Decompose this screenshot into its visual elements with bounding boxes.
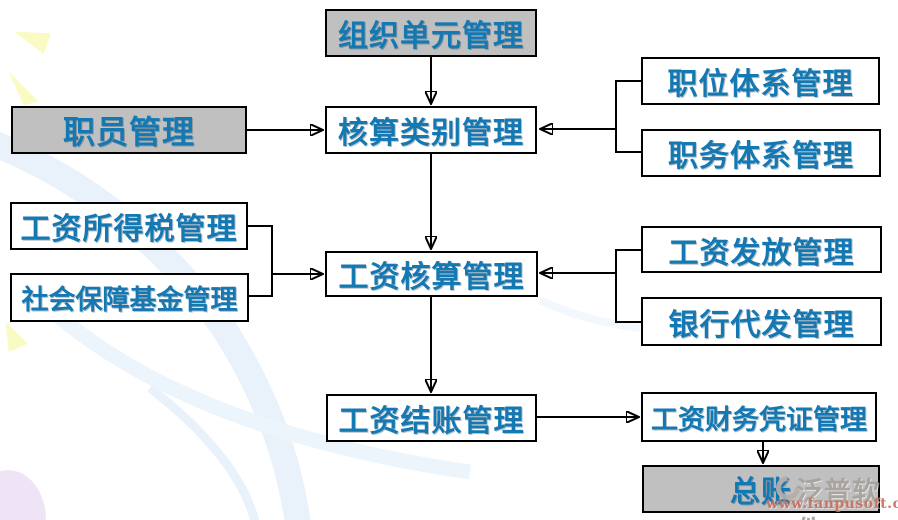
node-job-system-management: 职务体系管理 <box>641 129 881 177</box>
node-social-security-fund-management: 社会保障基金管理 <box>10 273 249 322</box>
node-accounting-category-management: 核算类别管理 <box>325 106 537 154</box>
node-salary-income-tax-management: 工资所得税管理 <box>10 202 248 250</box>
bracket-position-job-to-category <box>541 80 641 153</box>
node-general-ledger: 总账 <box>642 465 880 513</box>
bracket-tax-social-to-payroll <box>248 225 322 297</box>
node-salary-settlement-management: 工资结账管理 <box>326 394 537 442</box>
node-organization-unit-management: 组织单元管理 <box>325 9 537 57</box>
node-bank-agency-payment-management: 银行代发管理 <box>641 297 882 346</box>
node-staff-management: 职员管理 <box>11 106 247 154</box>
bracket-payment-bank-to-payroll <box>541 249 641 323</box>
node-payroll-accounting-management: 工资核算管理 <box>325 251 538 297</box>
node-position-system-management: 职位体系管理 <box>641 57 880 105</box>
watermark-url-text: www.fanpusoft.com <box>766 496 898 512</box>
watermark-brand-text: 泛普软件 <box>796 477 880 520</box>
node-salary-financial-voucher-management: 工资财务凭证管理 <box>641 392 877 442</box>
node-salary-payment-management: 工资发放管理 <box>641 226 882 273</box>
